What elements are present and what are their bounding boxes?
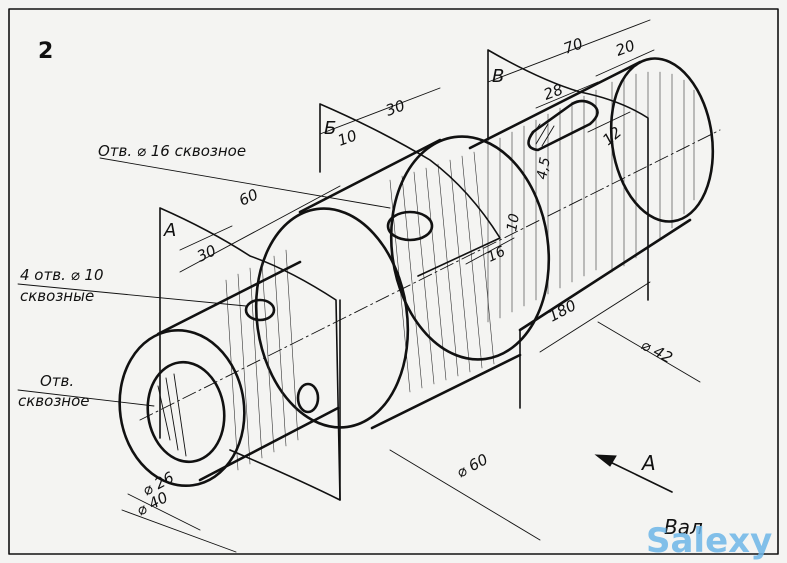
section-plane-b — [319, 103, 501, 501]
watermark-logo: Salexy — [646, 521, 772, 561]
keyway-hatching — [529, 123, 555, 147]
callout-bore-line2: сквозное — [18, 392, 90, 410]
left-cylinder-hatching — [225, 249, 299, 471]
right-cylinder-outline — [468, 60, 692, 332]
callout-hole16: Отв. ⌀ 16 сквозное — [98, 142, 246, 160]
callout-bore-line1: Отв. — [40, 372, 74, 390]
dim-phi42: ⌀ 42 — [638, 336, 675, 367]
view-direction-arrow — [594, 454, 673, 493]
collar-left-face — [254, 207, 410, 429]
collar-right-face — [389, 135, 551, 361]
part-name: Вал — [664, 515, 703, 539]
right-end-face — [609, 57, 715, 223]
left-end-face-outer — [118, 328, 246, 488]
dim-12: 12 — [599, 123, 625, 149]
view-direction-label: А — [640, 451, 656, 475]
dim-phi40: ⌀ 40 — [133, 488, 170, 519]
plane-label-v: В — [492, 66, 504, 87]
right-cylinder-hatching — [611, 71, 695, 273]
dim-28: 28 — [541, 80, 565, 103]
dim-4-5: 4,5 — [534, 156, 554, 181]
plane-label-a: А — [163, 220, 176, 241]
hole-phi10-top — [244, 298, 276, 322]
section-plane-v — [487, 49, 649, 409]
shaft-axis — [139, 129, 721, 421]
figure-number: 2 — [38, 39, 53, 64]
dim-10-top: 10 — [335, 126, 359, 149]
callout-holes10-line2: сквозные — [20, 287, 94, 305]
sheet-frame — [8, 8, 779, 555]
hole-phi10-side — [296, 382, 320, 414]
dim-16: 16 — [485, 244, 508, 266]
plane-label-b: Б — [324, 118, 336, 139]
shaft-body — [118, 57, 721, 488]
dim-70: 70 — [561, 34, 585, 57]
left-cylinder-outline — [156, 260, 340, 482]
dim-10-mid: 10 — [504, 212, 523, 232]
section-plane-a — [159, 207, 341, 501]
left-end-face-bore — [146, 360, 226, 464]
dim-60-left: 60 — [236, 185, 261, 209]
hole-phi16 — [386, 210, 434, 242]
collar-edge-lines — [298, 138, 522, 430]
dim-phi60: ⌀ 60 — [453, 450, 490, 481]
callout-holes10-line1: 4 отв. ⌀ 10 — [20, 266, 104, 284]
keyway-slot — [527, 99, 599, 152]
bore-hatching — [157, 373, 187, 457]
dim-20: 20 — [613, 36, 637, 59]
dim-180: 180 — [545, 296, 579, 325]
dimension-lines — [17, 19, 701, 553]
dim-30-top: 30 — [383, 96, 407, 119]
